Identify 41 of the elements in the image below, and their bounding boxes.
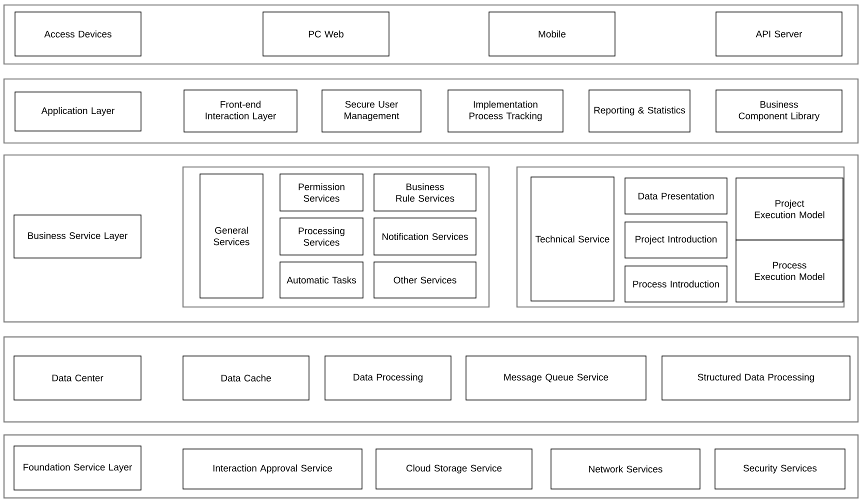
service-box: Implementation Process Tracking bbox=[448, 90, 564, 132]
service-box: Structured Data Processing bbox=[662, 356, 850, 400]
layer-label-box: Business Service Layer bbox=[14, 214, 142, 258]
service-box: Process Execution Model bbox=[736, 240, 844, 302]
service-box: Business Rule Services bbox=[374, 174, 476, 212]
service-box: Process Introduction bbox=[624, 266, 728, 302]
layer-band bbox=[3, 4, 859, 65]
service-box: Notification Services bbox=[374, 218, 476, 256]
layer-band bbox=[3, 154, 859, 323]
service-box: Data Cache bbox=[182, 356, 310, 400]
service-box: Interaction Approval Service bbox=[182, 448, 362, 490]
service-box: Permission Services bbox=[280, 174, 364, 212]
service-box: Automatic Tasks bbox=[280, 262, 364, 298]
layer-label-box: Access Devices bbox=[14, 12, 142, 56]
service-box: Project Execution Model bbox=[736, 178, 844, 240]
service-box: Data Presentation bbox=[624, 178, 728, 214]
service-box: Front-end Interaction Layer bbox=[184, 90, 298, 132]
layer-band bbox=[3, 434, 859, 499]
service-box: Processing Services bbox=[280, 218, 364, 256]
service-box: Secure User Management bbox=[322, 90, 422, 132]
layer-band bbox=[3, 336, 859, 423]
service-box: API Server bbox=[716, 12, 842, 56]
service-box: Security Services bbox=[714, 448, 846, 490]
service-box: PC Web bbox=[262, 12, 390, 56]
group-frame bbox=[516, 166, 845, 308]
service-box: Other Services bbox=[374, 262, 476, 298]
service-box: Technical Service bbox=[530, 176, 614, 302]
layer-label-box: Data Center bbox=[14, 356, 142, 400]
service-box: Project Introduction bbox=[624, 222, 728, 258]
service-box: General Services bbox=[200, 174, 264, 298]
service-box: Data Processing bbox=[324, 356, 452, 400]
service-box: Mobile bbox=[488, 12, 616, 56]
layer-label-box: Foundation Service Layer bbox=[14, 446, 142, 490]
group-frame bbox=[182, 166, 490, 308]
service-box: Message Queue Service bbox=[466, 356, 646, 400]
service-box: Cloud Storage Service bbox=[376, 448, 532, 490]
layer-label-box: Application Layer bbox=[14, 92, 142, 132]
service-box: Reporting & Statistics bbox=[588, 90, 690, 132]
service-box: Business Component Library bbox=[716, 90, 842, 132]
layer-band bbox=[3, 78, 859, 144]
service-box: Network Services bbox=[550, 448, 700, 490]
